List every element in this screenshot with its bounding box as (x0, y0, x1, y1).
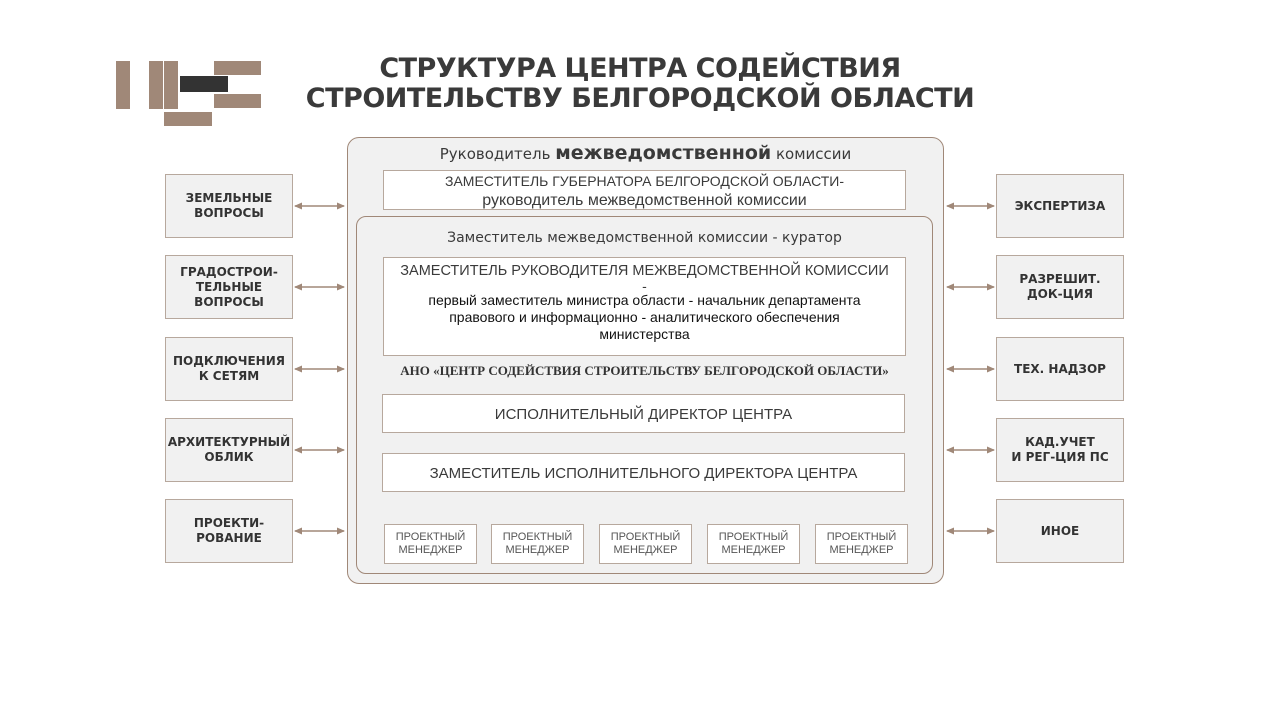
head-label-emphasis: межведомственной (555, 142, 772, 164)
pm-line-1: ПРОЕКТНЫЙ (718, 531, 789, 543)
deputy-exec-director-box: ЗАМЕСТИТЕЛЬ ИСПОЛНИТЕЛЬНОГО ДИРЕКТОРА ЦЕ… (382, 453, 905, 492)
pm-line-1: ПРОЕКТНЫЙ (826, 531, 897, 543)
left-box-line-2: ВОПРОСЫ (194, 206, 264, 220)
right-box-permits: РАЗРЕШИТ.ДОК-ЦИЯ (996, 255, 1124, 319)
left-box-line-1: ГРАДОСТРОИ- (180, 264, 278, 279)
curator-label: Заместитель межведомственной комиссии - … (447, 230, 842, 246)
pm-line-2: МЕНЕДЖЕР (613, 544, 678, 556)
right-box-other: ИНОЕ (996, 499, 1124, 563)
pm-line-1: ПРОЕКТНЫЙ (610, 531, 681, 543)
left-box-design: ПРОЕКТИ-РОВАНИЕ (165, 499, 293, 563)
pm-line-1: ПРОЕКТНЫЙ (502, 531, 573, 543)
right-box-line-1: ИНОЕ (1040, 523, 1080, 538)
pm-line-2: МЕНЕДЖЕР (721, 544, 786, 556)
left-box-line-3: ВОПРОСЫ (194, 294, 264, 309)
head-label-prefix: Руководитель (439, 145, 556, 163)
curator-box: ЗАМЕСТИТЕЛЬ РУКОВОДИТЕЛЯ МЕЖВЕДОМСТВЕННО… (383, 257, 906, 356)
right-box-line-2: И РЕГ-ЦИЯ ПС (1011, 450, 1109, 464)
left-box-line-1: ПОДКЛЮЧЕНИЯ (172, 354, 285, 368)
right-box-tech-supervision: ТЕХ. НАДЗОР (996, 337, 1124, 401)
curator-box-line-3: первый заместитель министра области - на… (428, 292, 861, 308)
pm-line-2: МЕНЕДЖЕР (829, 544, 894, 556)
right-box-line-1: ЭКСПЕРТИЗА (1014, 198, 1106, 213)
left-box-line-1: ПРОЕКТИ- (193, 516, 265, 530)
left-box-line-1: АРХИТЕКТУРНЫЙ (167, 435, 291, 449)
pm-line-2: МЕНЕДЖЕР (505, 544, 570, 556)
left-box-line-2: ТЕЛЬНЫЕ (195, 279, 263, 294)
pm-line-1: ПРОЕКТНЫЙ (395, 531, 466, 543)
page-title: СТРУКТУРА ЦЕНТРА СОДЕЙСТВИЯ СТРОИТЕЛЬСТВ… (300, 54, 980, 114)
right-box-line-2: ДОК-ЦИЯ (1026, 287, 1094, 301)
left-box-line-2: К СЕТЯМ (198, 369, 260, 383)
governor-deputy-box: ЗАМЕСТИТЕЛЬ ГУБЕРНАТОРА БЕЛГОРОДСКОЙ ОБЛ… (383, 170, 906, 210)
curator-box-line-2: - (642, 278, 647, 294)
ano-label: АНО «ЦЕНТР СОДЕЙСТВИЯ СТРОИТЕЛЬСТВУ БЕЛГ… (400, 363, 889, 378)
curator-box-line-5: министерства (599, 326, 690, 342)
right-box-line-1: КАД.УЧЕТ (1025, 435, 1095, 449)
right-box-line-1: ТЕХ. НАДЗОР (1014, 361, 1106, 376)
head-label-suffix: комиссии (771, 145, 852, 163)
right-box-line-1: РАЗРЕШИТ. (1019, 272, 1101, 286)
left-box-line-2: ОБЛИК (204, 450, 254, 464)
exec-director-box: ИСПОЛНИТЕЛЬНЫЙ ДИРЕКТОР ЦЕНТРА (382, 394, 905, 433)
right-box-expertise: ЭКСПЕРТИЗА (996, 174, 1124, 238)
logo (116, 61, 262, 127)
title-line-2: СТРОИТЕЛЬСТВУ БЕЛГОРОДСКОЙ ОБЛАСТИ (305, 83, 975, 114)
governor-deputy-line-1: ЗАМЕСТИТЕЛЬ ГУБЕРНАТОРА БЕЛГОРОДСКОЙ ОБЛ… (445, 173, 844, 189)
head-label: Руководитель межведомственной комиссии (347, 143, 944, 164)
curator-box-line-4: правового и информационно - аналитическо… (449, 309, 840, 325)
title-line-1: СТРУКТУРА ЦЕНТРА СОДЕЙСТВИЯ (379, 53, 901, 84)
left-box-line-2: РОВАНИЕ (196, 531, 262, 545)
left-box-line-1: ЗЕМЕЛЬНЫЕ (185, 191, 273, 205)
curator-box-line-1: ЗАМЕСТИТЕЛЬ РУКОВОДИТЕЛЯ МЕЖВЕДОМСТВЕННО… (400, 263, 889, 279)
pm-line-2: МЕНЕДЖЕР (398, 544, 463, 556)
governor-deputy-line-2: руководитель межведомственной комиссии (482, 192, 807, 209)
